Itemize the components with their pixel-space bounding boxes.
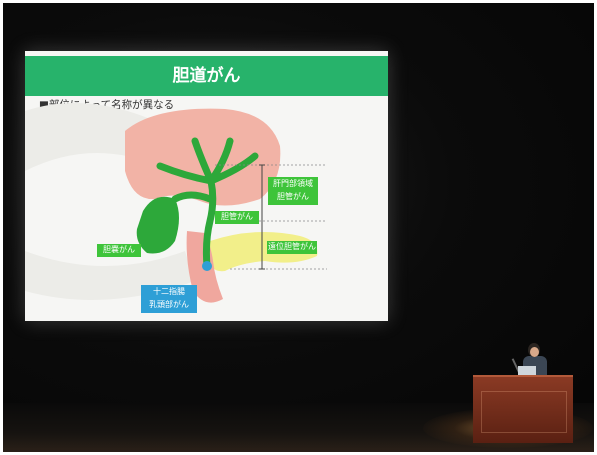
region-brackets xyxy=(259,164,265,270)
speaker-face xyxy=(530,347,539,357)
podium-panel xyxy=(481,391,567,433)
projection-screen: 胆道がん ■部位によって名称が異なる xyxy=(25,51,388,321)
hilar-label-line2: 胆管がん xyxy=(277,192,309,201)
laptop xyxy=(518,366,536,376)
ampulla-label-line1: 十二指腸 xyxy=(153,287,185,296)
lecture-hall: 胆道がん ■部位によって名称が異なる xyxy=(3,3,594,452)
ampullary-cancer-label: 十二指腸 乳頭部がん xyxy=(141,285,197,313)
ampulla-label-line2: 乳頭部がん xyxy=(149,300,189,309)
background-swoosh-shape xyxy=(25,103,155,171)
bile-duct-cancer-label: 胆管がん xyxy=(215,211,259,224)
distal-cholangiocarcinoma-label: 遠位胆管がん xyxy=(267,241,317,254)
biliary-anatomy-diagram xyxy=(25,103,327,303)
gallbladder-shape xyxy=(136,196,179,254)
slide-title-bar: 胆道がん xyxy=(25,56,388,96)
ampulla-marker xyxy=(202,261,212,271)
podium xyxy=(473,375,573,443)
gallbladder-cancer-label: 胆嚢がん xyxy=(97,244,141,257)
region-guide-lines xyxy=(215,164,327,270)
hilar-label-line1: 肝門部領域 xyxy=(273,179,313,188)
slide-title: 胆道がん xyxy=(172,66,241,86)
bile-duct-tree xyxy=(156,137,259,270)
hilar-cholangiocarcinoma-label: 肝門部領域 胆管がん xyxy=(268,177,318,205)
